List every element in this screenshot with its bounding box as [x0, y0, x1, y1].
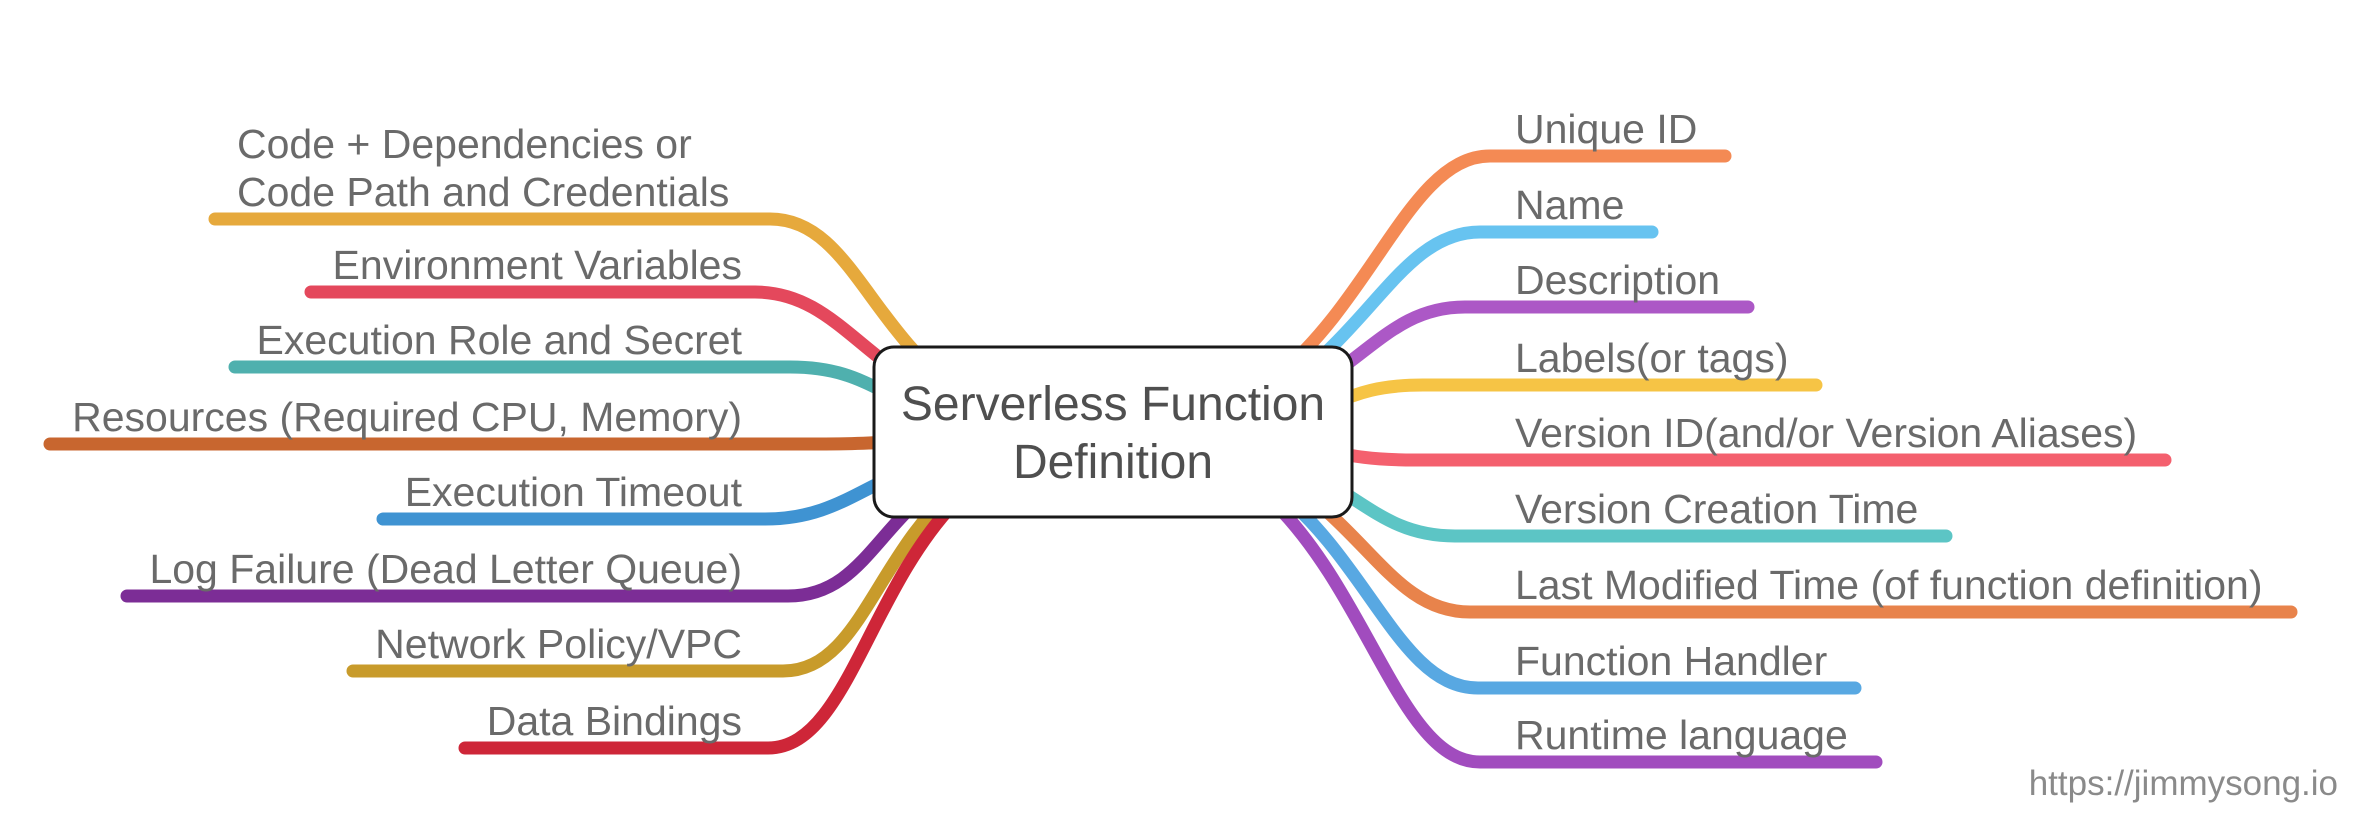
- branch-label[interactable]: Version ID(and/or Version Aliases): [1515, 410, 2137, 456]
- branch-label[interactable]: Version Creation Time: [1515, 486, 1918, 532]
- branch-label[interactable]: Code Path and Credentials: [237, 169, 729, 215]
- branch-label[interactable]: Runtime language: [1515, 712, 1848, 758]
- center-node-title-line2: Definition: [1013, 436, 1213, 489]
- branch-label[interactable]: Execution Timeout: [405, 469, 743, 515]
- branch-label[interactable]: Last Modified Time (of function definiti…: [1515, 562, 2263, 608]
- branch-label[interactable]: Function Handler: [1515, 638, 1827, 684]
- branch-label[interactable]: Labels(or tags): [1515, 335, 1788, 381]
- branch-label[interactable]: Unique ID: [1515, 106, 1697, 152]
- branch-label[interactable]: Code + Dependencies or: [237, 121, 692, 167]
- center-node-title-line1: Serverless Function: [901, 378, 1325, 431]
- branch-label[interactable]: Environment Variables: [333, 242, 742, 288]
- branch-label[interactable]: Network Policy/VPC: [375, 621, 742, 667]
- branch-label[interactable]: Log Failure (Dead Letter Queue): [149, 546, 742, 592]
- branch-label[interactable]: Name: [1515, 182, 1624, 228]
- branch-label[interactable]: Description: [1515, 257, 1720, 303]
- branch-label[interactable]: Resources (Required CPU, Memory): [72, 394, 742, 440]
- branch-label[interactable]: Execution Role and Secret: [257, 317, 743, 363]
- center-node-box[interactable]: [872, 345, 1354, 519]
- watermark-url: https://jimmysong.io: [2029, 764, 2338, 803]
- branch-label[interactable]: Data Bindings: [487, 698, 742, 744]
